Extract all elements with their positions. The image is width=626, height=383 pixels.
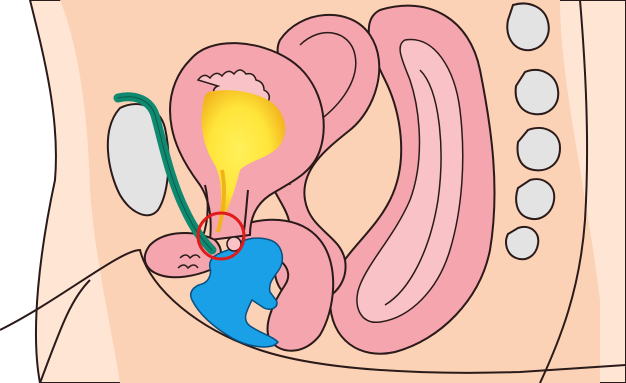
spine-vertebra-icon xyxy=(516,70,559,114)
spine-vertebra-icon xyxy=(518,128,560,170)
spine-vertebra-icon xyxy=(516,179,554,219)
spine-vertebra-icon xyxy=(507,4,548,51)
spine-vertebra-icon xyxy=(506,227,538,259)
